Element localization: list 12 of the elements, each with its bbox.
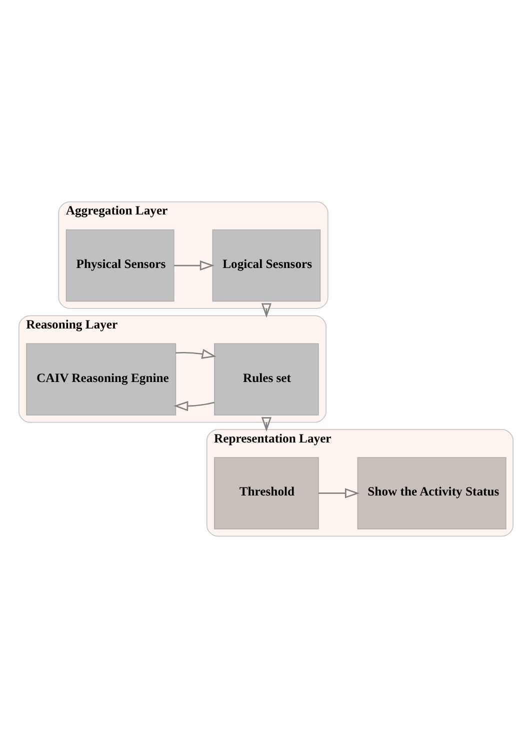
arrow (318, 488, 360, 498)
arrow (261, 417, 272, 432)
node-box: Threshold (214, 457, 319, 530)
node-box: Show the Activity Status (357, 457, 506, 530)
node-box: Logical Sesnsors (212, 229, 321, 302)
node-box: Physical Sensors (66, 229, 174, 302)
arrow (261, 303, 272, 318)
arrow (176, 348, 216, 359)
node-box: Rules set (214, 343, 319, 416)
arrow (174, 401, 214, 412)
node-box: CAIV Reasoning Egnine (26, 343, 176, 416)
arrow (174, 260, 214, 271)
